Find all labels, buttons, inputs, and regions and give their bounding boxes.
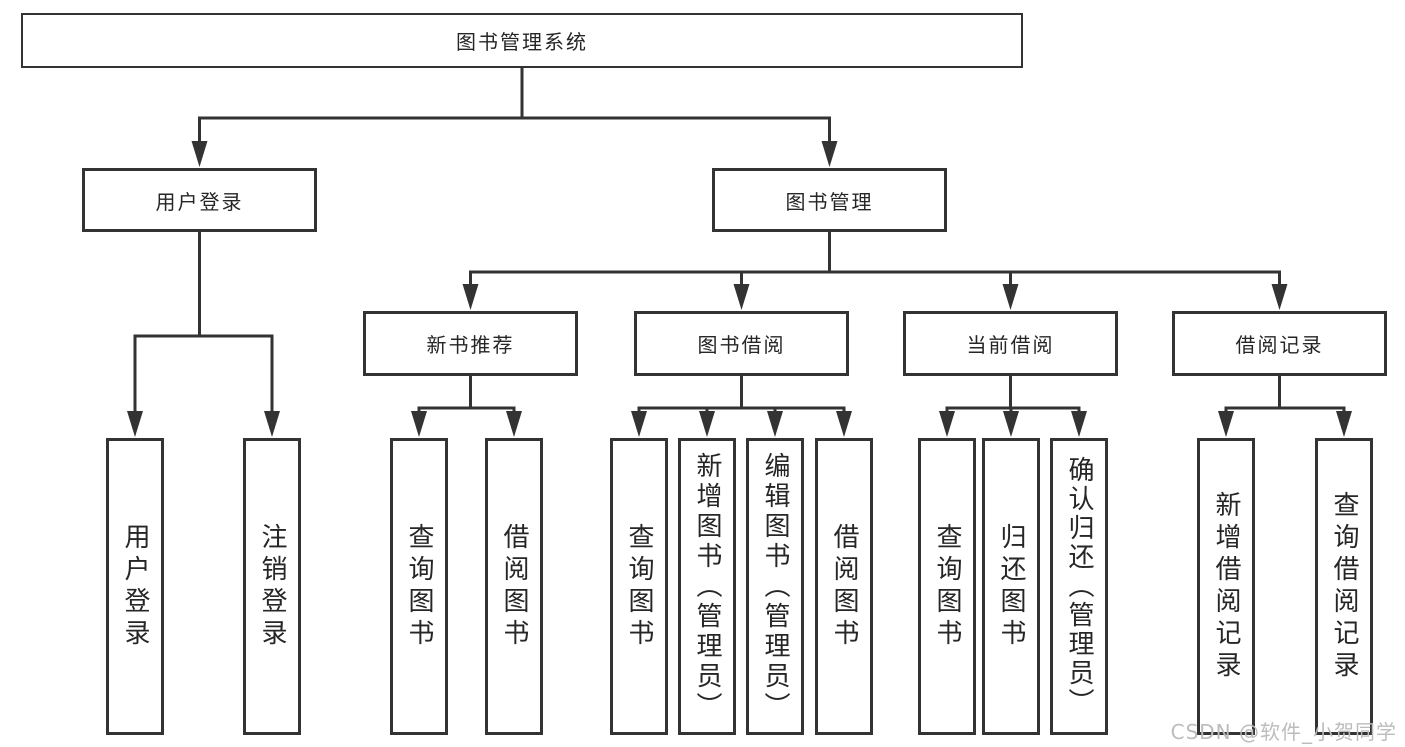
leaf-label: 借阅图书 <box>829 522 859 651</box>
node-label: 用户登录 <box>155 189 244 214</box>
leaf-label: 查询借阅记录 <box>1329 490 1359 683</box>
node-current-borrowing: 当前借阅 <box>903 311 1118 376</box>
leaf-user-login: 用户登录 <box>106 438 164 735</box>
leaf-query-books-borrow: 查询图书 <box>610 438 668 735</box>
node-label: 新书推荐 <box>426 333 515 357</box>
leaf-label: 新增图书（管理员） <box>692 451 722 722</box>
node-new-book-recommend: 新书推荐 <box>363 311 578 376</box>
leaf-label: 新增借阅记录 <box>1211 490 1241 683</box>
leaf-confirm-return-admin: 确认归还（管理员） <box>1050 438 1108 735</box>
leaf-label: 用户登录 <box>120 522 150 651</box>
leaf-query-books-current: 查询图书 <box>918 438 976 735</box>
node-borrow-records: 借阅记录 <box>1172 311 1387 376</box>
leaf-label: 归还图书 <box>996 522 1026 651</box>
node-library-system: 图书管理系统 <box>21 13 1023 68</box>
node-book-borrowing: 图书借阅 <box>634 311 849 376</box>
node-user-login: 用户登录 <box>82 168 317 232</box>
leaf-edit-book-admin: 编辑图书（管理员） <box>746 438 804 735</box>
node-label: 图书管理系统 <box>456 30 588 54</box>
leaf-logout: 注销登录 <box>243 438 301 735</box>
node-label: 借阅记录 <box>1235 333 1324 357</box>
leaf-label: 查询图书 <box>624 522 654 651</box>
leaf-label: 查询图书 <box>404 522 434 651</box>
leaf-add-book-admin: 新增图书（管理员） <box>678 438 736 735</box>
node-label: 当前借阅 <box>966 333 1055 357</box>
leaf-add-borrow-record: 新增借阅记录 <box>1197 438 1255 735</box>
leaf-return-books: 归还图书 <box>982 438 1040 735</box>
leaf-query-books-new: 查询图书 <box>390 438 448 735</box>
leaf-label: 注销登录 <box>257 522 287 651</box>
node-label: 图书借阅 <box>697 333 786 357</box>
leaf-label: 借阅图书 <box>499 522 529 651</box>
watermark: CSDN @软件_小贺同学 <box>1170 720 1397 744</box>
leaf-borrow-books-borrow: 借阅图书 <box>815 438 873 735</box>
leaf-query-borrow-record: 查询借阅记录 <box>1315 438 1373 735</box>
leaf-label: 查询图书 <box>932 522 962 651</box>
leaf-label: 确认归还（管理员） <box>1064 456 1094 717</box>
node-book-management: 图书管理 <box>712 168 947 232</box>
node-label: 图书管理 <box>785 189 874 214</box>
leaf-borrow-books-new: 借阅图书 <box>485 438 543 735</box>
leaf-label: 编辑图书（管理员） <box>760 451 790 722</box>
